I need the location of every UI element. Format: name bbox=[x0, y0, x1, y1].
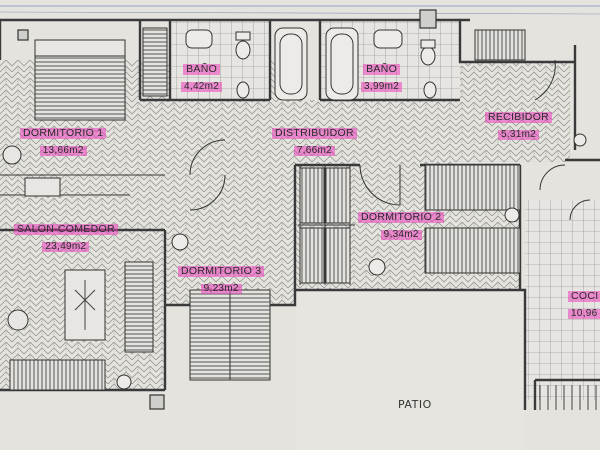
columns bbox=[17, 9, 437, 410]
room-area: 9,34m2 bbox=[380, 229, 422, 241]
room-area: 4,42m2 bbox=[181, 81, 223, 93]
room-area: 9,23m2 bbox=[200, 283, 242, 295]
room-name: COCI bbox=[568, 290, 600, 303]
room-area: 7,66m2 bbox=[293, 145, 335, 157]
bed-dormitorio-1 bbox=[34, 39, 126, 121]
bathroom-2-fixtures bbox=[325, 27, 437, 101]
closet bbox=[299, 167, 325, 224]
balcony-rail bbox=[539, 385, 597, 410]
room-name: BAÑO bbox=[183, 63, 221, 76]
closet bbox=[325, 227, 351, 284]
patio-label: PATIO bbox=[398, 398, 432, 411]
closet bbox=[142, 27, 168, 97]
bathroom-1-fixtures bbox=[185, 27, 308, 101]
room-label-dormitorio-3: DORMITORIO 3 9,23m2 bbox=[178, 262, 265, 296]
room-label-recibidor: RECIBIDOR 5,31m2 bbox=[485, 108, 553, 142]
room-name: BAÑO bbox=[363, 63, 401, 76]
patio-area bbox=[295, 290, 525, 450]
room-name: RECIBIDOR bbox=[485, 111, 553, 124]
room-area: 5,31m2 bbox=[497, 129, 540, 141]
room-label-salon-comedor: SALON-COMEDOR 23,49m2 bbox=[14, 220, 118, 254]
living-furniture bbox=[2, 145, 106, 391]
room-name: DORMITORIO 1 bbox=[20, 127, 107, 140]
room-label-distribuidor: DISTRIBUIDOR 7,66m2 bbox=[272, 124, 357, 158]
room-label-dormitorio-2: DORMITORIO 2 9,34m2 bbox=[358, 208, 445, 242]
closet bbox=[474, 29, 526, 61]
room-area: 13,66m2 bbox=[39, 145, 87, 157]
closet bbox=[325, 167, 351, 224]
room-label-dormitorio-1: DORMITORIO 1 13,66m2 bbox=[20, 124, 107, 158]
room-area: 3,99m2 bbox=[361, 81, 403, 93]
fixture-circles bbox=[116, 133, 587, 390]
room-label-bano-2: BAÑO 3,99m2 bbox=[361, 60, 403, 94]
room-area: 23,49m2 bbox=[42, 241, 90, 253]
room-name: DISTRIBUIDOR bbox=[272, 127, 357, 140]
room-area: 10,96 bbox=[568, 308, 600, 320]
bed-dormitorio-2 bbox=[424, 164, 521, 274]
room-label-cocina: COCI 10,96 bbox=[568, 287, 600, 321]
room-label-bano-1: BAÑO 4,42m2 bbox=[181, 60, 223, 94]
room-name: DORMITORIO 3 bbox=[178, 265, 265, 278]
door-arcs bbox=[189, 59, 591, 221]
room-name: DORMITORIO 2 bbox=[358, 211, 445, 224]
room-name: SALON-COMEDOR bbox=[14, 223, 118, 236]
closet bbox=[299, 227, 325, 284]
